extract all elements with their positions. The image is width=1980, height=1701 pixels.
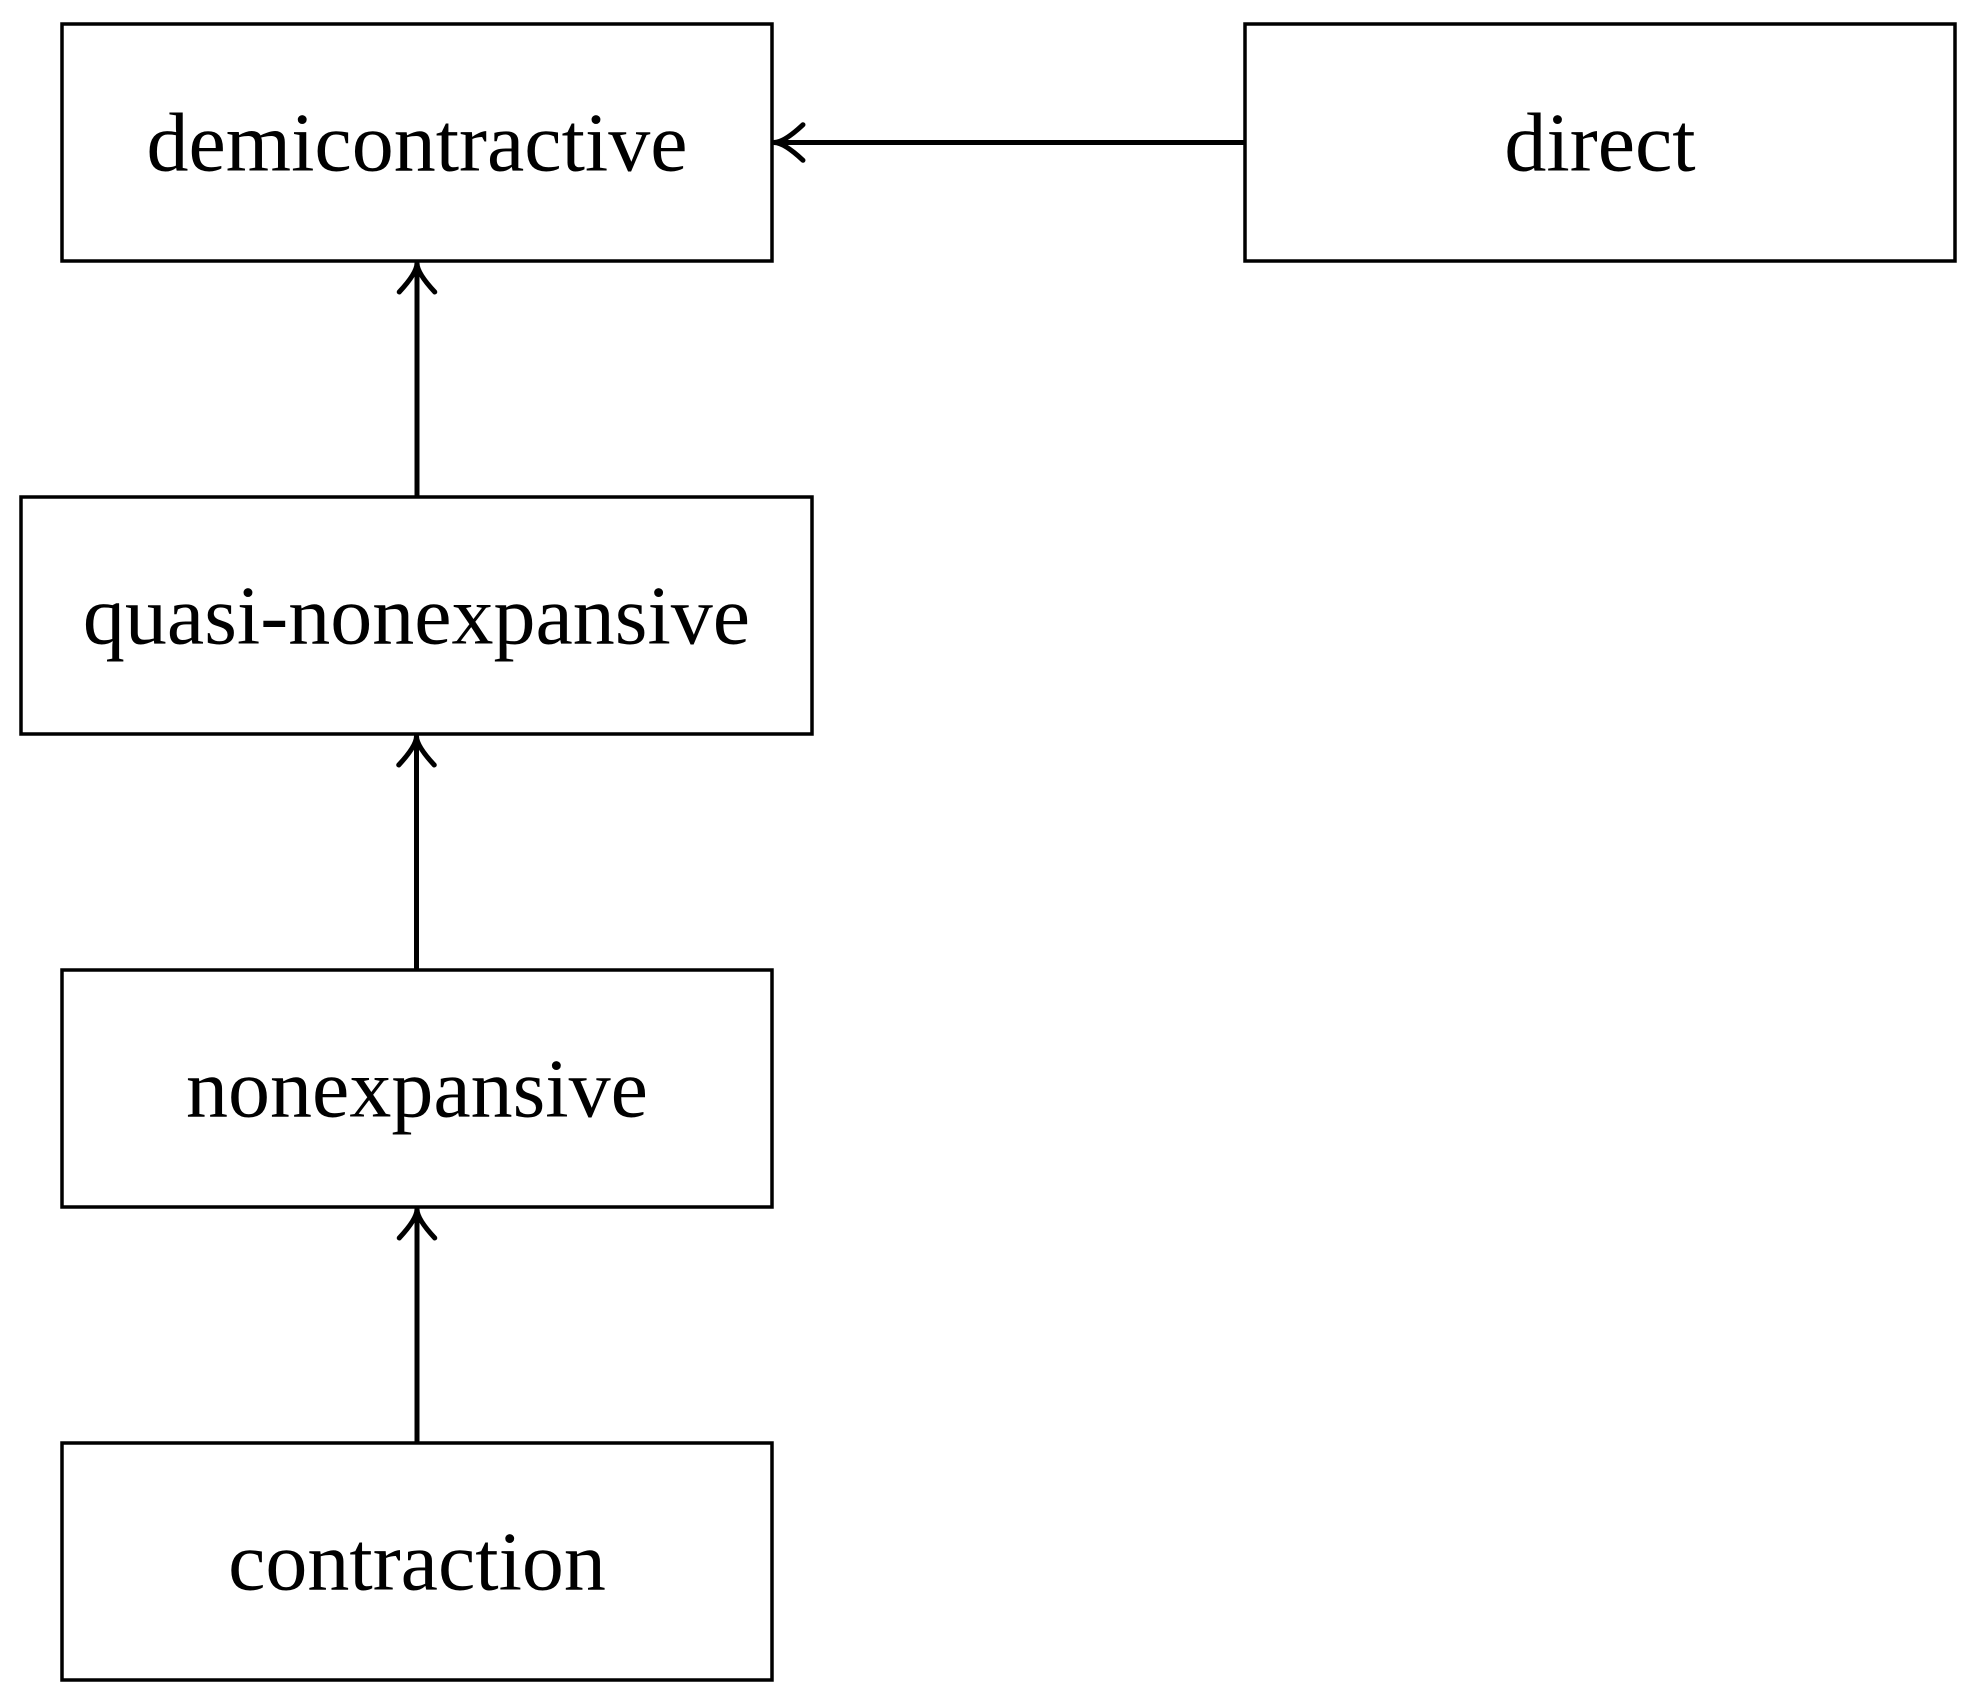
node-contraction: contraction	[60, 1441, 774, 1682]
node-box-demicontractive	[60, 22, 774, 263]
node-direct: direct	[1243, 22, 1957, 263]
node-box-direct	[1243, 22, 1957, 263]
node-box-nonexpansive	[60, 968, 774, 1209]
edge-quasi-nonexpansive-to-demicontractive	[396, 260, 438, 497]
node-label-direct: direct	[1504, 97, 1695, 190]
node-nonexpansive: nonexpansive	[60, 968, 774, 1209]
node-label-demicontractive: demicontractive	[146, 97, 687, 190]
edge-direct-to-demicontractive	[771, 122, 1245, 163]
node-box-quasi-nonexpansive	[19, 495, 814, 736]
arrowhead-icon	[771, 122, 806, 163]
arrowhead-icon	[396, 1206, 438, 1241]
node-demicontractive: demicontractive	[60, 22, 774, 263]
node-quasi-nonexpansive: quasi-nonexpansive	[19, 495, 814, 736]
node-label-quasi-nonexpansive: quasi-nonexpansive	[83, 570, 750, 663]
arrowhead-icon	[396, 260, 438, 295]
edge-nonexpansive-to-quasi-nonexpansive	[396, 733, 437, 970]
node-label-contraction: contraction	[228, 1516, 606, 1609]
node-box-contraction	[60, 1441, 774, 1682]
nodes-layer: demicontractive direct quasi-nonexpansive n…	[19, 22, 1957, 1682]
edge-contraction-to-nonexpansive	[396, 1206, 438, 1443]
node-label-nonexpansive: nonexpansive	[186, 1043, 648, 1136]
arrowhead-icon	[396, 733, 437, 768]
edges-layer	[396, 122, 1245, 1443]
